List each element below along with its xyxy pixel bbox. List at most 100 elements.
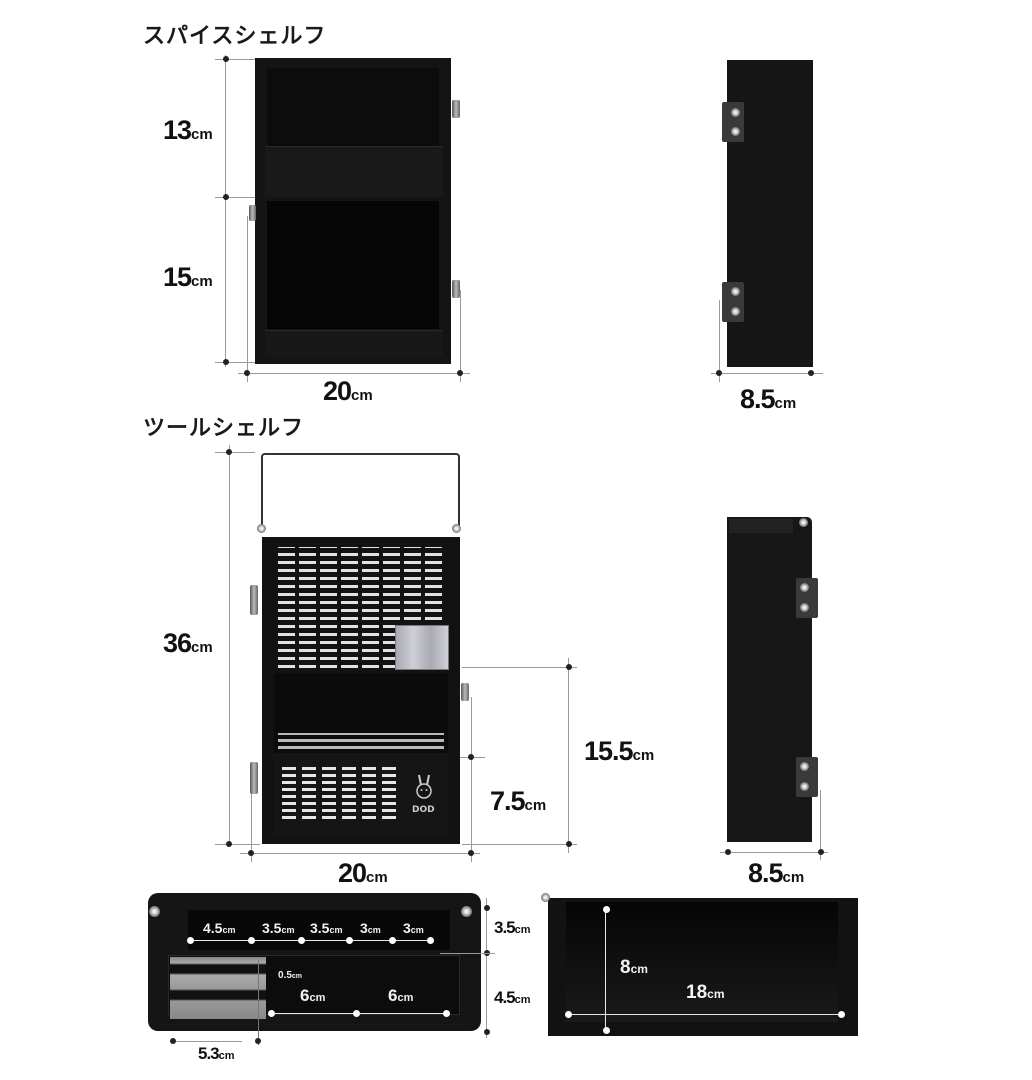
- dimension-line: [215, 362, 255, 363]
- compartment-label: 3.5cm: [310, 920, 343, 936]
- lower-shelf-lip: [265, 330, 443, 357]
- dimension-dot: [186, 936, 194, 944]
- hinge: [249, 205, 256, 221]
- dod-rabbit-logo-icon: [412, 773, 436, 803]
- dimension-dot: [226, 449, 232, 455]
- spice-depth-label: 8.5cm: [740, 384, 797, 414]
- mesh-lower-gaps: [282, 763, 400, 823]
- compartment-label: 3.5cm: [262, 920, 295, 936]
- hinge: [250, 585, 258, 615]
- dimension-dot: [267, 1009, 275, 1017]
- screw-icon: [452, 524, 461, 533]
- dimension-dot: [223, 359, 229, 365]
- dimension-dot: [837, 1010, 845, 1018]
- compartment-label: 6cm: [300, 986, 326, 1005]
- dimension-line: [271, 1013, 448, 1014]
- dimension-dot: [247, 936, 255, 944]
- dimension-line: [471, 697, 472, 862]
- dimension-dot: [808, 370, 814, 376]
- dimension-line: [440, 953, 495, 954]
- dimension-dot: [566, 841, 572, 847]
- top-view-image: [148, 893, 481, 1031]
- dimension-line: [215, 197, 255, 198]
- screw-icon: [149, 906, 160, 917]
- compartment-label: 3cm: [403, 920, 424, 936]
- dod-logo-text: DOD: [412, 805, 435, 815]
- dimension-dot: [566, 664, 572, 670]
- dimension-line: [711, 373, 823, 374]
- dimension-dot: [170, 1038, 176, 1044]
- dimension-dot: [457, 370, 463, 376]
- dimension-line: [240, 853, 480, 854]
- hinge: [452, 100, 460, 118]
- slot-gap-label: 0.5cm: [278, 970, 303, 981]
- spice-upper-height-label: 13cm: [163, 115, 213, 145]
- tool-lower-pocket-height-label: 7.5cm: [490, 786, 547, 816]
- spice-lower-height-label: 15cm: [163, 262, 213, 292]
- dimension-line: [720, 852, 828, 853]
- dimension-dot: [818, 849, 824, 855]
- upper-depth-label: 3.5cm: [494, 918, 531, 937]
- dimension-line: [462, 667, 577, 668]
- lower-compartment: [267, 201, 439, 329]
- tool-holder-cup: [395, 625, 449, 670]
- dimension-dot: [484, 1029, 490, 1035]
- dimension-line: [820, 790, 821, 860]
- dimension-line: [460, 290, 461, 382]
- dimension-dot: [345, 936, 353, 944]
- screw-icon: [800, 603, 809, 612]
- dimension-line: [229, 445, 230, 845]
- mesh-middle: [278, 733, 444, 753]
- dimension-line: [251, 766, 252, 862]
- dimension-line: [215, 59, 255, 60]
- dimension-line: [215, 452, 255, 453]
- lower-depth-label: 4.5cm: [494, 988, 531, 1007]
- screw-icon: [461, 906, 472, 917]
- compartment-label: 3cm: [360, 920, 381, 936]
- dimension-dot: [602, 1026, 610, 1034]
- compartment-label: 6cm: [388, 986, 414, 1005]
- dimension-line: [225, 55, 226, 367]
- dimension-dot: [468, 850, 474, 856]
- upper-shelf-lip: [265, 146, 443, 197]
- spice-width-label: 20cm: [323, 376, 373, 406]
- hinge: [250, 762, 258, 794]
- dimension-line: [238, 373, 470, 374]
- dimension-line: [462, 844, 577, 845]
- compartment-label: 4.5cm: [203, 920, 236, 936]
- dimension-dot: [248, 850, 254, 856]
- tool-shelf-front-image: DOD: [262, 537, 460, 844]
- spice-shelf-front-image: [255, 58, 451, 364]
- dimension-line: [486, 898, 487, 1038]
- side-top-strip: [729, 519, 793, 533]
- hinge: [452, 280, 460, 298]
- dimension-line: [247, 216, 248, 382]
- holder-width-label: 5.3cm: [198, 1044, 235, 1063]
- screw-icon: [541, 893, 550, 902]
- screw-icon: [731, 307, 740, 316]
- dimension-dot: [468, 754, 474, 760]
- dimension-dot: [223, 56, 229, 62]
- dimension-dot: [484, 905, 490, 911]
- screw-icon: [731, 127, 740, 136]
- spice-shelf-title: スパイスシェルフ: [143, 24, 327, 49]
- dimension-dot: [725, 849, 731, 855]
- tray-view-image: [548, 898, 858, 1036]
- dimension-dot: [255, 1038, 261, 1044]
- dimension-dot: [716, 370, 722, 376]
- tray-depth-label: 8cm: [620, 957, 648, 978]
- upper-compartment: [267, 68, 439, 146]
- dimension-line: [568, 658, 569, 853]
- screw-icon: [731, 287, 740, 296]
- dimension-dot: [226, 841, 232, 847]
- tool-total-height-label: 36cm: [163, 628, 213, 658]
- dimension-dot: [426, 936, 434, 944]
- tool-width-label: 20cm: [338, 858, 388, 888]
- dimension-line: [605, 909, 606, 1030]
- screw-icon: [731, 108, 740, 117]
- screw-icon: [257, 524, 266, 533]
- tool-pocket-height-label: 15.5cm: [584, 736, 655, 766]
- dimension-line: [172, 1041, 242, 1042]
- upper-row: [188, 910, 450, 950]
- screw-icon: [800, 762, 809, 771]
